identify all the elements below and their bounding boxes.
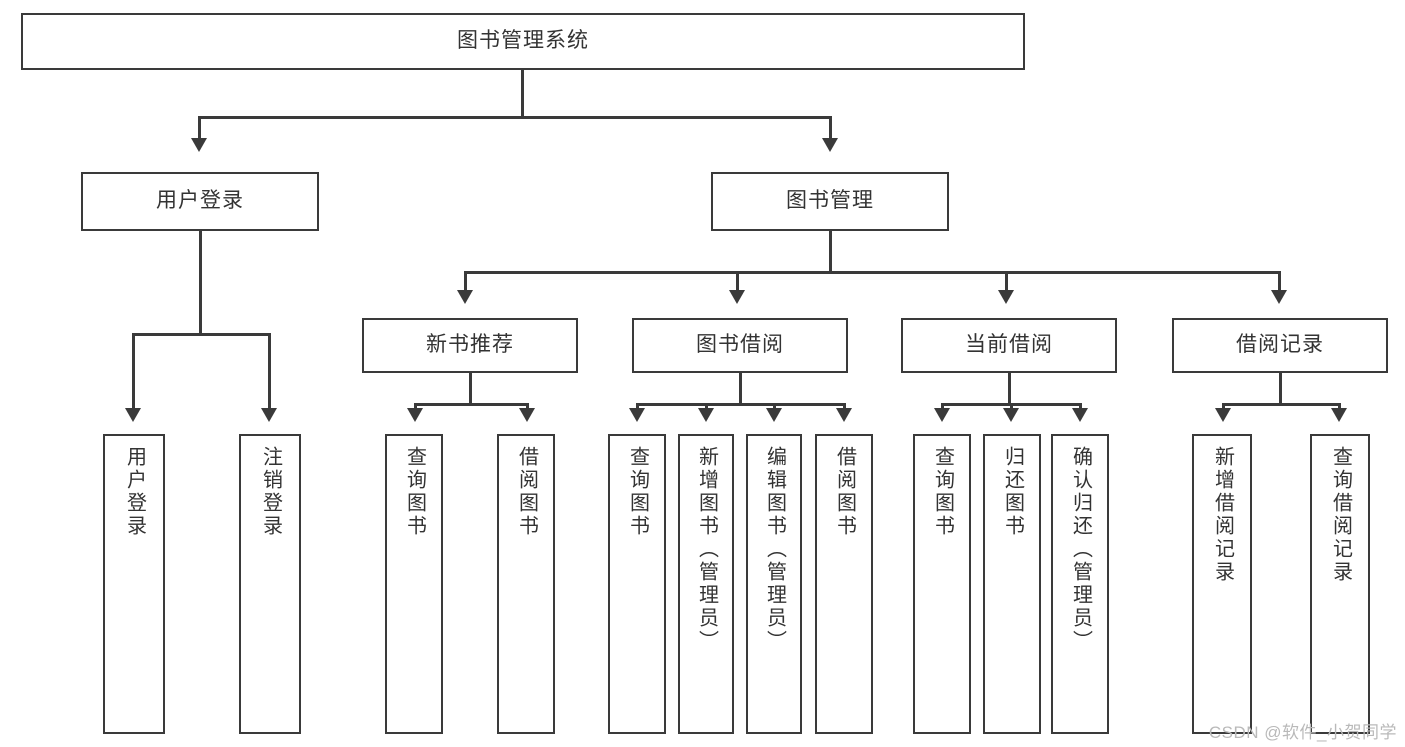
- leaf-user-login-logout[interactable]: 注销登录: [239, 434, 301, 734]
- connector-book-borrow-drop-3: [843, 403, 846, 411]
- node-label: 确认归还（管理员）: [1069, 446, 1092, 653]
- arrow-leaf-borrow-records-0: [1215, 408, 1231, 422]
- node-book-management[interactable]: 图书管理: [711, 172, 949, 231]
- arrow-to-user-login: [191, 138, 207, 152]
- connector-book-borrow-drop-0: [636, 403, 639, 411]
- connector-user-login-stem: [199, 231, 202, 335]
- connector-book-borrow-drop-2: [773, 403, 776, 411]
- leaf-current-borrow-return[interactable]: 归还图书: [983, 434, 1041, 734]
- leaf-book-borrow-borrow[interactable]: 借阅图书: [815, 434, 873, 734]
- connector-borrow-records-bus: [1222, 403, 1340, 406]
- arrow-leaf-book-borrow-0: [629, 408, 645, 422]
- arrow-leaf-current-borrow-1: [1003, 408, 1019, 422]
- connector-borrow-records-drop-0: [1222, 403, 1225, 411]
- connector-new-book-stem: [469, 373, 472, 405]
- connector-level2-bus: [198, 116, 831, 119]
- node-label: 查询图书: [931, 446, 954, 538]
- node-label: 新增借阅记录: [1211, 446, 1234, 584]
- node-label: 借阅图书: [833, 446, 856, 538]
- connector-current-borrow-drop-2: [1079, 403, 1082, 411]
- leaf-current-borrow-query[interactable]: 查询图书: [913, 434, 971, 734]
- connector-book-borrow-drop-1: [705, 403, 708, 411]
- node-root-system[interactable]: 图书管理系统: [21, 13, 1025, 70]
- arrow-to-borrow-records: [1271, 290, 1287, 304]
- connector-borrow-records-stem: [1279, 373, 1282, 405]
- node-label: 注销登录: [259, 446, 282, 538]
- node-label: 编辑图书（管理员）: [763, 446, 786, 653]
- leaf-book-borrow-add[interactable]: 新增图书（管理员）: [678, 434, 734, 734]
- arrow-to-new-book: [457, 290, 473, 304]
- arrow-to-book-borrow: [729, 290, 745, 304]
- node-label: 图书管理: [786, 189, 874, 213]
- node-label: 查询借阅记录: [1329, 446, 1352, 584]
- node-label: 图书借阅: [696, 333, 784, 357]
- leaf-user-login-login[interactable]: 用户登录: [103, 434, 165, 734]
- node-label: 新增图书（管理员）: [695, 446, 718, 653]
- connector-level3-drop-3: [1278, 271, 1281, 293]
- node-new-book-recommend[interactable]: 新书推荐: [362, 318, 578, 373]
- node-borrow-records[interactable]: 借阅记录: [1172, 318, 1388, 373]
- node-label: 当前借阅: [965, 333, 1053, 357]
- leaf-book-borrow-edit[interactable]: 编辑图书（管理员）: [746, 434, 802, 734]
- arrow-leaf-book-borrow-3: [836, 408, 852, 422]
- node-label: 用户登录: [156, 189, 244, 213]
- arrow-to-book-mgmt: [822, 138, 838, 152]
- leaf-book-borrow-query[interactable]: 查询图书: [608, 434, 666, 734]
- connector-level3-drop-2: [1005, 271, 1008, 293]
- connector-book-borrow-stem: [739, 373, 742, 405]
- node-label: 查询图书: [626, 446, 649, 538]
- connector-new-book-drop-0: [414, 403, 417, 411]
- connector-root-stem: [521, 70, 524, 118]
- connector-user-login-drop-0: [132, 333, 135, 411]
- leaf-new-book-query[interactable]: 查询图书: [385, 434, 443, 734]
- arrow-leaf-current-borrow-0: [934, 408, 950, 422]
- node-label: 新书推荐: [426, 333, 514, 357]
- arrow-to-current-borrow: [998, 290, 1014, 304]
- leaf-current-borrow-confirm[interactable]: 确认归还（管理员）: [1051, 434, 1109, 734]
- node-label: 借阅图书: [515, 446, 538, 538]
- leaf-new-book-borrow[interactable]: 借阅图书: [497, 434, 555, 734]
- node-label: 查询图书: [403, 446, 426, 538]
- connector-new-book-bus: [414, 403, 528, 406]
- connector-borrow-records-drop-1: [1338, 403, 1341, 411]
- node-label: 归还图书: [1001, 446, 1024, 538]
- arrow-leaf-new-book-1: [519, 408, 535, 422]
- arrow-leaf-borrow-records-1: [1331, 408, 1347, 422]
- connector-user-login-bus: [132, 333, 270, 336]
- connector-current-borrow-stem: [1008, 373, 1011, 405]
- connector-new-book-drop-1: [526, 403, 529, 411]
- node-book-borrow[interactable]: 图书借阅: [632, 318, 848, 373]
- connector-current-borrow-drop-1: [1010, 403, 1013, 411]
- arrow-leaf-user-login-1: [261, 408, 277, 422]
- connector-to-user-login: [198, 116, 201, 141]
- arrow-leaf-user-login-0: [125, 408, 141, 422]
- arrow-leaf-new-book-0: [407, 408, 423, 422]
- leaf-borrow-records-add[interactable]: 新增借阅记录: [1192, 434, 1252, 734]
- node-user-login[interactable]: 用户登录: [81, 172, 319, 231]
- connector-book-mgmt-stem: [829, 231, 832, 273]
- connector-current-borrow-drop-0: [941, 403, 944, 411]
- connector-to-book-mgmt: [829, 116, 832, 141]
- node-current-borrow[interactable]: 当前借阅: [901, 318, 1117, 373]
- node-label: 用户登录: [123, 446, 146, 538]
- node-label: 借阅记录: [1236, 333, 1324, 357]
- leaf-borrow-records-query[interactable]: 查询借阅记录: [1310, 434, 1370, 734]
- node-label: 图书管理系统: [457, 29, 589, 53]
- connector-level3-bus: [464, 271, 1281, 274]
- connector-user-login-drop-1: [268, 333, 271, 411]
- connector-level3-drop-0: [464, 271, 467, 293]
- arrow-leaf-book-borrow-2: [766, 408, 782, 422]
- arrow-leaf-book-borrow-1: [698, 408, 714, 422]
- connector-book-borrow-bus: [636, 403, 845, 406]
- connector-level3-drop-1: [736, 271, 739, 293]
- arrow-leaf-current-borrow-2: [1072, 408, 1088, 422]
